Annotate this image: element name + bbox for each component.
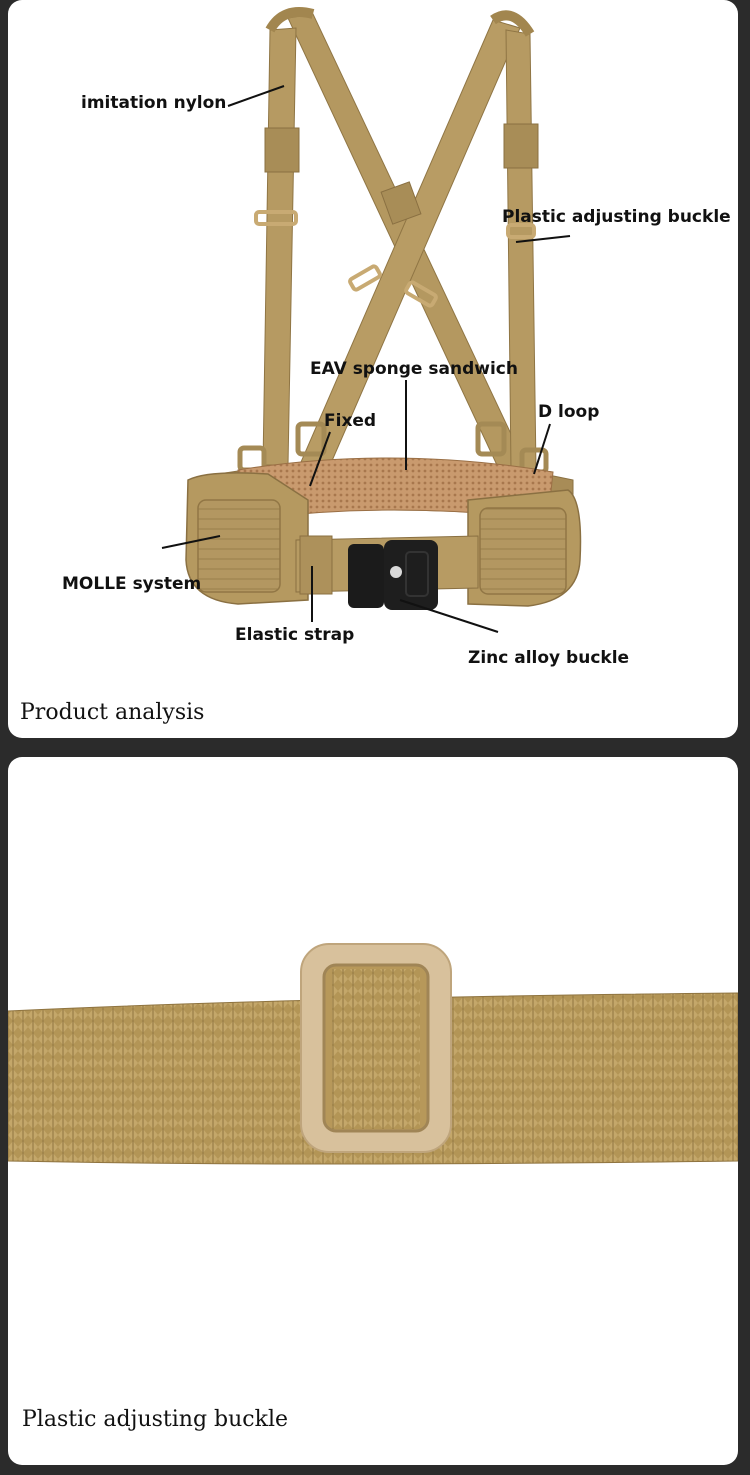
- callout-zinc-alloy-buckle: Zinc alloy buckle: [468, 648, 630, 668]
- callout-molle-system: MOLLE system: [62, 574, 202, 594]
- product-analysis-panel: imitation nylon Plastic adjusting buckle…: [8, 0, 738, 738]
- buckle-closeup-illustration: [8, 943, 738, 1165]
- harness-belt-illustration: [161, 7, 582, 633]
- callout-imitation-nylon: imitation nylon: [81, 93, 227, 113]
- plastic-buckle-panel: Plastic adjusting buckle: [8, 757, 738, 1465]
- suspender-straps: [237, 7, 549, 479]
- callout-leader-lines: [161, 85, 571, 633]
- zinc-alloy-buckle-graphic: [348, 540, 438, 610]
- callout-eav-sponge-sandwich: EAV sponge sandwich: [310, 359, 518, 379]
- panel-caption: Product analysis: [20, 700, 205, 725]
- plastic-buckle-graphic: [300, 943, 452, 1153]
- callout-plastic-adjusting-buckle: Plastic adjusting buckle: [502, 207, 731, 227]
- padded-belt: [185, 457, 582, 610]
- panel-caption: Plastic adjusting buckle: [22, 1407, 288, 1432]
- callout-elastic-strap: Elastic strap: [235, 625, 355, 645]
- callout-fixed: Fixed: [324, 411, 377, 431]
- callout-d-loop: D loop: [538, 402, 600, 422]
